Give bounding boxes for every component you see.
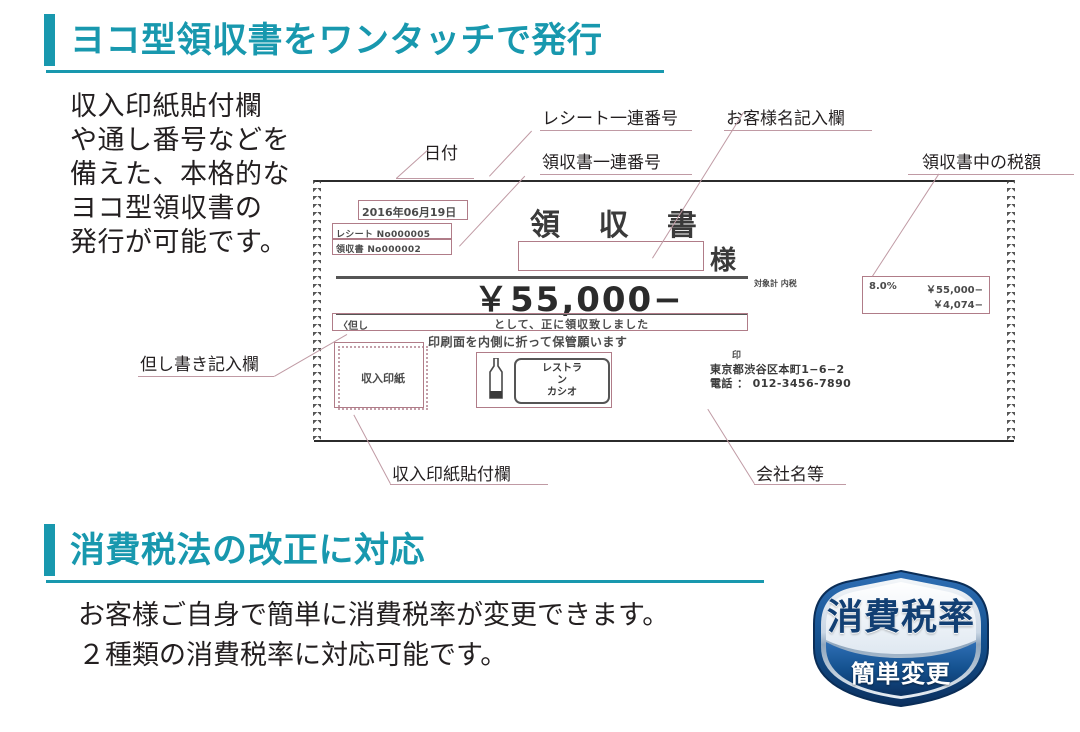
receipt-tax-rate: 8.0%: [869, 281, 897, 292]
receipt-tax-amount: ￥4,074−: [932, 300, 983, 311]
receipt-number-line: 領収書 No000002: [336, 245, 422, 255]
receipt-serial-line: レシート No000005: [336, 230, 431, 240]
leader-receipt-number-underline: [540, 174, 692, 175]
badge-top-text: 消費税率: [826, 597, 975, 638]
callout-stamp-area: 収入印紙貼付欄: [392, 465, 511, 485]
receipt-customer-name-field: [518, 241, 704, 271]
callout-tax-in-receipt: 領収書中の税額: [922, 153, 1041, 173]
section-body-1: 収入印紙貼付欄 や通し番号などを 備えた、本格的な ヨコ型領収書の 発行が可能で…: [70, 91, 290, 258]
heading-rule-2: [46, 580, 764, 583]
receipt-perforation-right: [1007, 180, 1015, 442]
heading-text-1: ヨコ型領収書をワンタッチで発行: [70, 21, 603, 61]
callout-receipt-serial: レシート一連番号: [542, 109, 678, 129]
highlight-note-field: [332, 313, 748, 331]
leader-receipt-serial-underline: [540, 130, 692, 131]
receipt-fold-note: 印刷面を内側に折って保管願います: [428, 335, 628, 349]
badge-shape-icon: [813, 569, 989, 708]
leader-note-underline: [138, 376, 274, 377]
leader-company-underline: [754, 484, 846, 485]
section-body-2: お客様ご自身で簡単に消費税率が変更できます。 ２種類の消費税率に対応可能です。: [78, 600, 670, 671]
receipt-top-edge: [314, 180, 1014, 182]
callout-note-field: 但し書き記入欄: [140, 355, 259, 375]
receipt-logo-text: レストラン カシオ: [542, 363, 582, 398]
leader-tax-underline: [908, 174, 1074, 175]
heading-accent-bar-1: [44, 14, 55, 66]
heading-accent-bar-2: [44, 524, 55, 576]
receipt-in-mark: 印: [732, 351, 742, 361]
leader-customer-name-underline: [724, 130, 872, 131]
receipt-company-logo: レストラン カシオ: [480, 356, 610, 404]
receipt-tax-box: 8.0% ￥55,000− ￥4,074−: [862, 276, 990, 314]
leader-stamp-underline: [390, 484, 548, 485]
bottle-icon: [489, 358, 503, 399]
receipt-bottom-edge: [314, 440, 1014, 442]
section-heading-2: 消費税法の改正に対応: [44, 524, 764, 584]
receipt-perforation-left: [313, 180, 321, 442]
heading-rule-1: [46, 70, 664, 73]
highlight-date: [358, 200, 468, 220]
highlight-receipt-serial: [332, 223, 452, 239]
callout-date: 日付: [424, 144, 458, 164]
receipt-title: 領 収 書: [530, 208, 711, 243]
receipt-revenue-stamp-box: 収入印紙: [338, 346, 428, 410]
receipt-tax-base: ￥55,000−: [926, 285, 983, 296]
receipt-tadashi: 〈但し: [338, 321, 368, 332]
highlight-company-logo: [476, 352, 612, 408]
receipt-logo-box: レストラン カシオ: [514, 358, 610, 404]
heading-text-2: 消費税法の改正に対応: [70, 531, 426, 571]
receipt-amount-labels: 対象計 内税: [754, 279, 797, 288]
receipt-date: 2016年06月19日: [362, 206, 457, 219]
receipt-toshite: として、正に領収致しました: [494, 318, 650, 331]
callout-customer-name: お客様名記入欄: [726, 109, 845, 129]
callout-receipt-number: 領収書一連番号: [542, 153, 661, 173]
receipt-illustration: 2016年06月19日 レシート No000005 領収書 No000002 領…: [313, 180, 1015, 442]
leader-date: [396, 149, 428, 179]
tax-rate-badge: 消費税率 簡単変更: [806, 568, 996, 710]
receipt-sama: 様: [710, 246, 737, 276]
highlight-receipt-number: [332, 239, 452, 255]
receipt-amount-rule-top: [336, 276, 748, 279]
badge-bottom-text: 簡単変更: [851, 660, 951, 688]
leader-date-underline: [396, 178, 474, 179]
receipt-revenue-stamp-label: 収入印紙: [361, 372, 405, 385]
receipt-amount-rule-bottom: [336, 313, 748, 315]
leader-receipt-serial: [489, 130, 533, 177]
receipt-address: 東京都渋谷区本町1−6−2 電話 ： 012-3456-7890: [710, 363, 852, 390]
highlight-stamp-area: [334, 342, 424, 408]
section-heading-1: ヨコ型領収書をワンタッチで発行: [44, 14, 664, 74]
callout-company-name: 会社名等: [756, 465, 824, 485]
